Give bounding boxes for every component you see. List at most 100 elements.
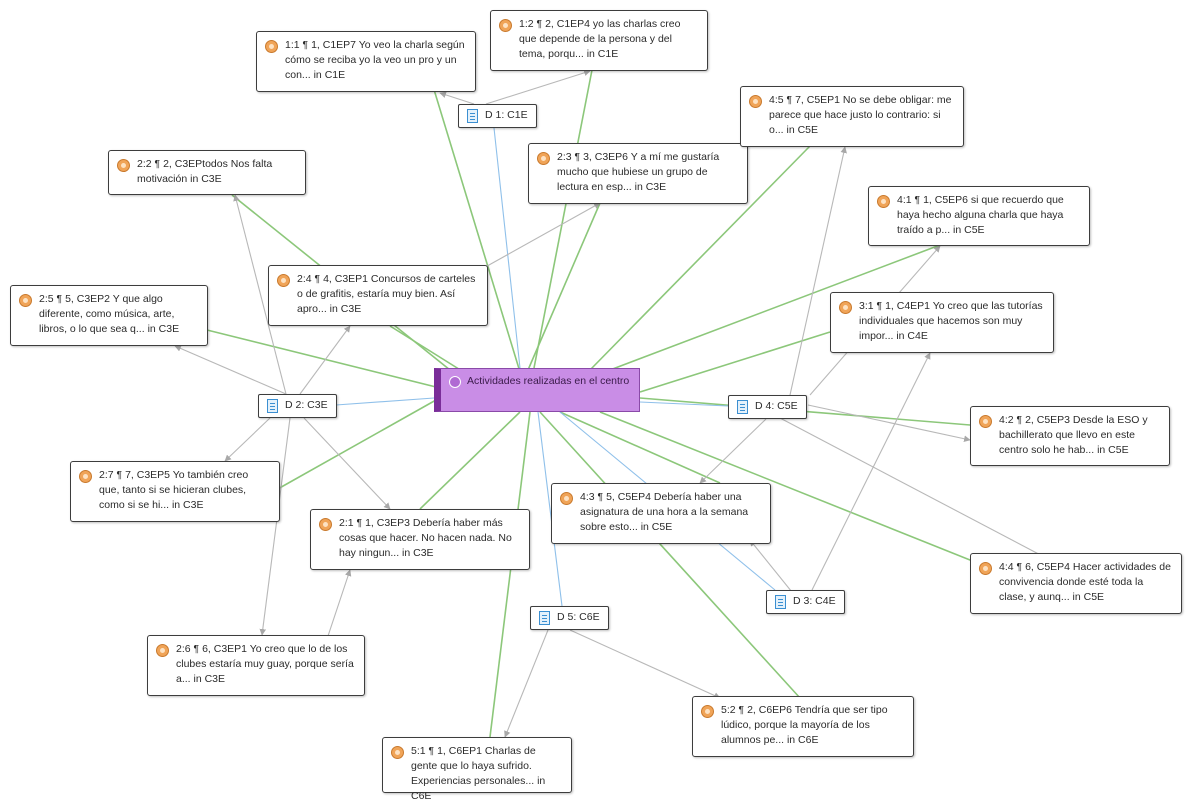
quotation-link-line	[303, 417, 391, 510]
quotation-text: 2:7 ¶ 7, C3EP5 Yo también creo que, tant…	[99, 469, 249, 511]
quotation-text: 4:1 ¶ 1, C5EP6 si que recuerdo que haya …	[897, 194, 1064, 236]
document-node-d5[interactable]: D 5: C6E	[530, 606, 609, 630]
quotation-node-4-4[interactable]: 4:4 ¶ 6, C5EP4 Hacer actividades de conv…	[970, 553, 1182, 614]
document-icon	[737, 400, 748, 414]
quotation-icon	[979, 562, 992, 575]
code-link-line	[527, 202, 601, 371]
document-link-line	[335, 397, 435, 406]
code-node-label: Actividades realizadas en el centro	[467, 375, 630, 387]
quotation-text: 4:2 ¶ 2, C5EP3 Desde la ESO y bachillera…	[999, 414, 1148, 456]
quotation-icon	[560, 492, 573, 505]
quotation-link-line	[299, 325, 351, 395]
quotation-icon	[265, 40, 278, 53]
document-link-line	[493, 127, 521, 369]
code-link-line	[589, 145, 811, 371]
document-label: D 1: C1E	[485, 109, 528, 121]
quotation-text: 2:1 ¶ 1, C3EP3 Debería haber más cosas q…	[339, 517, 512, 559]
document-icon	[467, 109, 478, 123]
quotation-node-4-3[interactable]: 4:3 ¶ 5, C5EP4 Debería haber una asignat…	[551, 483, 771, 544]
quotation-link-line	[259, 417, 291, 636]
code-link-line	[639, 331, 831, 393]
code-link-line	[389, 325, 471, 377]
quotation-text: 5:1 ¶ 1, C6EP1 Charlas de gente que lo h…	[411, 745, 546, 802]
quotation-icon	[391, 746, 404, 759]
quotation-link-line	[807, 404, 971, 442]
quotation-node-2-5[interactable]: 2:5 ¶ 5, C3EP2 Y que algo diferente, com…	[10, 285, 208, 346]
document-label: D 3: C4E	[793, 595, 836, 607]
quotation-text: 1:2 ¶ 2, C1EP4 yo las charlas creo que d…	[519, 18, 681, 60]
quotation-text: 1:1 ¶ 1, C1EP7 Yo veo la charla según có…	[285, 39, 465, 81]
quotation-text: 3:1 ¶ 1, C4EP1 Yo creo que las tutorías …	[859, 300, 1043, 342]
quotation-link-line	[439, 91, 475, 105]
document-icon	[775, 595, 786, 609]
document-node-d1[interactable]: D 1: C1E	[458, 104, 537, 128]
quotation-text: 2:3 ¶ 3, C3EP6 Y a mí me gustaría mucho …	[557, 151, 720, 193]
quotation-link-line	[811, 352, 931, 591]
quotation-link-line	[789, 146, 847, 396]
document-icon	[539, 611, 550, 625]
code-link-line	[559, 411, 721, 484]
quotation-text: 2:4 ¶ 4, C3EP1 Concursos de carteles o d…	[297, 273, 476, 315]
code-link-line	[419, 411, 521, 510]
quotation-node-5-2[interactable]: 5:2 ¶ 2, C6EP6 Tendría que ser tipo lúdi…	[692, 696, 914, 757]
quotation-node-4-2[interactable]: 4:2 ¶ 2, C5EP3 Desde la ESO y bachillera…	[970, 406, 1170, 466]
quotation-icon	[319, 518, 332, 531]
code-link-line	[431, 82, 521, 373]
document-node-d3[interactable]: D 3: C4E	[766, 590, 845, 614]
quotation-link-line	[699, 418, 767, 484]
quotation-text: 4:4 ¶ 6, C5EP4 Hacer actividades de conv…	[999, 561, 1171, 603]
quotation-link-line	[485, 69, 591, 105]
quotation-icon	[156, 644, 169, 657]
code-link-line	[275, 399, 437, 491]
quotation-text: 2:5 ¶ 5, C3EP2 Y que algo diferente, com…	[39, 293, 180, 335]
quotation-text: 4:3 ¶ 5, C5EP4 Debería haber una asignat…	[580, 491, 749, 533]
quotation-icon	[79, 470, 92, 483]
quotation-icon	[19, 294, 32, 307]
quotation-node-4-1[interactable]: 4:1 ¶ 1, C5EP6 si que recuerdo que haya …	[868, 186, 1090, 246]
quotation-node-2-7[interactable]: 2:7 ¶ 7, C3EP5 Yo también creo que, tant…	[70, 461, 280, 522]
document-link-line	[537, 411, 563, 607]
code-node-actividades[interactable]: Actividades realizadas en el centro	[434, 368, 640, 412]
quotation-link-line	[174, 345, 287, 395]
document-label: D 5: C6E	[557, 611, 600, 623]
quotation-icon	[537, 152, 550, 165]
code-link-line	[539, 411, 801, 699]
quotation-node-2-3[interactable]: 2:3 ¶ 3, C3EP6 Y a mí me gustaría mucho …	[528, 143, 748, 204]
code-icon	[449, 376, 461, 388]
quotation-link-line	[224, 417, 271, 462]
quotation-text: 4:5 ¶ 7, C5EP1 No se debe obligar: me pa…	[769, 94, 952, 136]
quotation-link-line	[779, 417, 1051, 561]
quotation-icon	[749, 95, 762, 108]
code-link-line	[533, 69, 593, 369]
code-link-line	[489, 411, 531, 738]
quotation-node-3-1[interactable]: 3:1 ¶ 1, C4EP1 Yo creo que las tutorías …	[830, 292, 1054, 353]
quotation-node-4-5[interactable]: 4:5 ¶ 7, C5EP1 No se debe obligar: me pa…	[740, 86, 964, 147]
quotation-link-line	[479, 202, 601, 271]
quotation-link-line	[233, 194, 287, 395]
quotation-icon	[117, 159, 130, 172]
quotation-icon	[277, 274, 290, 287]
quotation-node-2-6[interactable]: 2:6 ¶ 6, C3EP1 Yo creo que lo de los clu…	[147, 635, 365, 696]
quotation-icon	[839, 301, 852, 314]
quotation-node-1-1[interactable]: 1:1 ¶ 1, C1EP7 Yo veo la charla según có…	[256, 31, 476, 92]
quotation-node-2-2[interactable]: 2:2 ¶ 2, C3EPtodos Nos falta motivación …	[108, 150, 306, 195]
quotation-node-2-1[interactable]: 2:1 ¶ 1, C3EP3 Debería haber más cosas q…	[310, 509, 530, 570]
quotation-node-1-2[interactable]: 1:2 ¶ 2, C1EP4 yo las charlas creo que d…	[490, 10, 708, 71]
document-node-d4[interactable]: D 4: C5E	[728, 395, 807, 419]
quotation-text: 2:6 ¶ 6, C3EP1 Yo creo que lo de los clu…	[176, 643, 354, 685]
document-icon	[267, 399, 278, 413]
document-node-d2[interactable]: D 2: C3E	[258, 394, 337, 418]
code-link-line	[599, 411, 991, 569]
code-link-line	[206, 329, 441, 389]
document-label: D 2: C3E	[285, 399, 328, 411]
quotation-text: 5:2 ¶ 2, C6EP6 Tendría que ser tipo lúdi…	[721, 704, 888, 746]
quotation-link-line	[504, 629, 549, 738]
quotation-link-line	[569, 629, 721, 699]
quotation-icon	[499, 19, 512, 32]
quotation-node-5-1[interactable]: 5:1 ¶ 1, C6EP1 Charlas de gente que lo h…	[382, 737, 572, 802]
quotation-node-2-4[interactable]: 2:4 ¶ 4, C3EP1 Concursos de carteles o d…	[268, 265, 488, 326]
quotation-icon	[979, 415, 992, 428]
quotation-icon	[877, 195, 890, 208]
quotation-icon	[701, 705, 714, 718]
